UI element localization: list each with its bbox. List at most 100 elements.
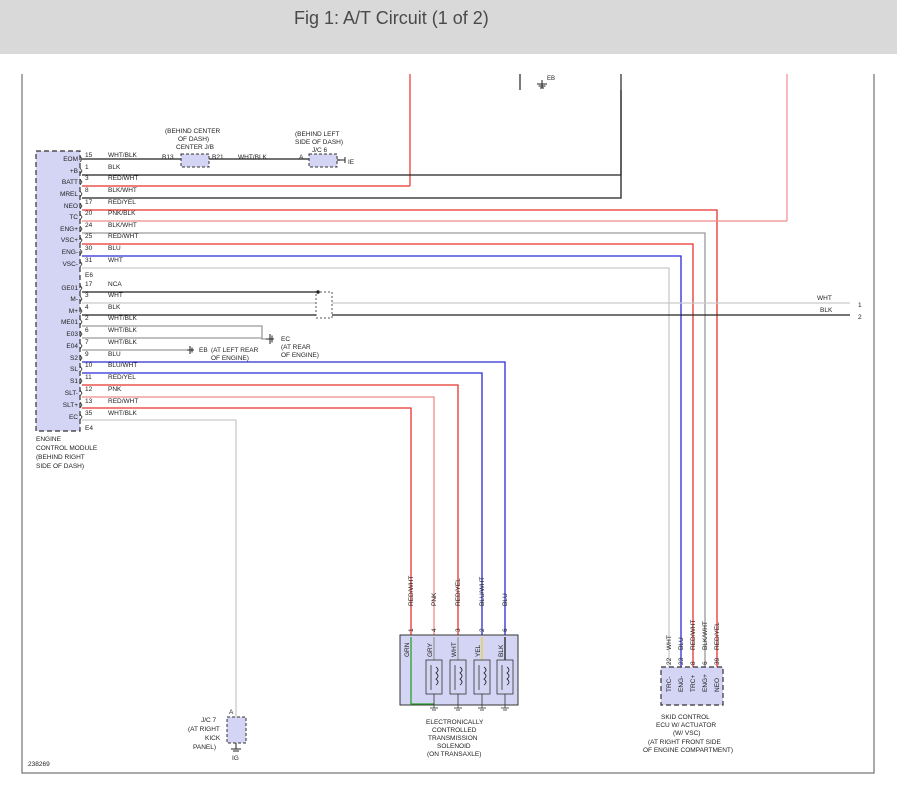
ecm-pin-name: ME01 bbox=[61, 319, 78, 326]
ground-ec: EC (AT REAR OF ENGINE) bbox=[266, 334, 319, 359]
ecm-pin-name: S2 bbox=[70, 355, 78, 362]
solenoid-pin-number: 4 bbox=[431, 628, 438, 632]
ecm-pin-connector bbox=[79, 307, 83, 315]
solenoid-caption: SOLENOID bbox=[437, 743, 471, 750]
ecm-pin-number: 7 bbox=[85, 339, 89, 346]
solenoid-ground-wire bbox=[410, 660, 434, 705]
solenoid-coil-icon bbox=[483, 666, 487, 686]
ecm-wire-label: BLK/WHT bbox=[108, 187, 137, 194]
ecm-pin-connector bbox=[79, 155, 83, 163]
ecm-pin-name: ENG+ bbox=[60, 226, 78, 233]
skid-wire-label: RED/WHT bbox=[690, 620, 697, 650]
transmission-solenoid: RED/WHT1GRNPNK4GRYRED/YEL3WHTBLU/WHT2YEL… bbox=[399, 576, 519, 758]
wire-slt-minus bbox=[82, 396, 435, 635]
wire-eom bbox=[82, 158, 340, 161]
ecm-wire-label: RED/YEL bbox=[108, 199, 136, 206]
ecm-pin-connector bbox=[79, 401, 83, 409]
solenoid-coil-icon bbox=[435, 666, 439, 686]
ecm-pin-number: 24 bbox=[85, 222, 93, 229]
ground-ec-icon bbox=[266, 334, 274, 344]
skid-wire-label: RED/YEL bbox=[714, 622, 721, 650]
ecm-wire-label: PNK/BLK bbox=[108, 210, 136, 217]
solenoid-wire-label: RED/WHT bbox=[408, 576, 415, 606]
ecm-wire-label: WHT bbox=[108, 292, 123, 299]
ecm-pin-number: 2 bbox=[85, 315, 89, 322]
ecm-wire-label: BLU bbox=[108, 245, 121, 252]
solenoid-inner-color: GRN bbox=[404, 642, 411, 657]
ecm-pin-connector bbox=[79, 190, 83, 198]
ecm-pin-number: 31 bbox=[85, 257, 93, 264]
wire-harness bbox=[82, 90, 850, 717]
ecm-pin-connector bbox=[79, 213, 83, 221]
jc6-ground-label: IE bbox=[348, 159, 355, 166]
ecm-pin-connector bbox=[79, 413, 83, 421]
wire-slt-plus bbox=[82, 407, 412, 635]
motor-line-2-wire: BLK bbox=[820, 307, 833, 314]
ecm-pin-connector bbox=[79, 236, 83, 244]
ecm-wire-label: WHT/BLK bbox=[108, 410, 138, 417]
ecm-wire-label: WHT/BLK bbox=[108, 315, 138, 322]
ecm-pin-number: 17 bbox=[85, 199, 93, 206]
ecm-caption-line: (BEHIND RIGHT bbox=[36, 454, 85, 461]
solenoid-caption: (ON TRANSAXLE) bbox=[427, 751, 481, 758]
ecm-pin-connector bbox=[79, 167, 83, 175]
ecm-wire-label: BLK bbox=[108, 164, 121, 171]
skid-pin-number: 22 bbox=[666, 657, 673, 665]
engine-control-module bbox=[35, 150, 81, 432]
skid-caption: ECU W/ ACTUATOR bbox=[656, 722, 716, 729]
ecm-pin-number: 1 bbox=[85, 164, 89, 171]
skid-caption: SKID CONTROL bbox=[661, 714, 710, 721]
wire-s1 bbox=[82, 384, 459, 635]
ecm-pin-number: 11 bbox=[85, 374, 92, 381]
ecm-pin-connector bbox=[79, 318, 83, 326]
jc6-wire-label: WHT/BLK bbox=[238, 154, 268, 161]
motor-line-1-num: 1 bbox=[858, 302, 862, 309]
solenoid-caption: TRANSMISSION bbox=[428, 735, 478, 742]
ecm-wire-label: BLU bbox=[108, 351, 121, 358]
wire-me01 bbox=[82, 325, 266, 340]
ecm-wire-label: RED/WHT bbox=[108, 175, 138, 182]
wire-s2 bbox=[82, 361, 506, 635]
jc6-caption: (BEHIND LEFT bbox=[295, 131, 339, 138]
ecm-wire-label: BLK bbox=[108, 304, 121, 311]
wire-ec bbox=[82, 419, 237, 717]
center-jb-pin-right: B21 bbox=[212, 154, 224, 161]
ecm-pin-number: 17 bbox=[85, 281, 93, 288]
solenoid-caption: ELECTRONICALLY bbox=[426, 719, 484, 726]
top-ground-symbol bbox=[537, 80, 547, 89]
ecm-pin-name: M- bbox=[70, 296, 78, 303]
skid-pin-name: NEO bbox=[714, 678, 721, 692]
ecm-pin-connector bbox=[79, 330, 83, 338]
ecm-pin-name: VSC+ bbox=[61, 237, 78, 244]
ecm-pin-name: NEO bbox=[64, 203, 78, 210]
motor-line-1-wire: WHT bbox=[817, 295, 832, 302]
skid-caption: (W/ VSC) bbox=[673, 730, 700, 737]
ecm-pin-number: 8 bbox=[85, 187, 89, 194]
jc7-caption: PANEL) bbox=[193, 744, 216, 751]
ecm-wire-label: RED/YEL bbox=[108, 374, 136, 381]
ecm-pin-connector bbox=[79, 342, 83, 350]
skid-pin-name: ENG+ bbox=[702, 674, 709, 692]
ecm-pin-connector bbox=[79, 365, 83, 373]
solenoid-pin-number: 1 bbox=[408, 628, 415, 632]
junction-connector-6: (BEHIND LEFT SIDE OF DASH) J/C 6 A IE WH… bbox=[238, 131, 355, 168]
ecm-pin-name: E03 bbox=[66, 331, 78, 338]
jc7-ground-label: IG bbox=[232, 755, 239, 762]
ground-eb-caption: (AT LEFT REAR bbox=[211, 347, 259, 354]
ecm-wire-label: WHT/BLK bbox=[108, 152, 138, 159]
wire-neo bbox=[82, 209, 718, 667]
solenoid-coils bbox=[410, 637, 514, 711]
center-junction-block: (BEHIND CENTER OF DASH) CENTER J/B B13 B… bbox=[162, 128, 224, 168]
skid-pin-number: 39 bbox=[714, 657, 721, 665]
wire-eng-minus bbox=[82, 255, 682, 667]
junction-connector-7: A J/C 7 (AT RIGHT KICK PANEL) IG bbox=[188, 709, 247, 762]
ecm-pin-number: 15 bbox=[85, 152, 93, 159]
solenoid-wire-label: RED/YEL bbox=[455, 578, 462, 606]
ecm-pin-number: 10 bbox=[85, 362, 93, 369]
ecm-pin-name: E04 bbox=[66, 343, 78, 350]
ecm-wire-label: BLU/WHT bbox=[108, 362, 137, 369]
ecm-pin-number: 12 bbox=[85, 386, 93, 393]
center-jb-caption: (BEHIND CENTER bbox=[165, 128, 221, 135]
ecm-pin-name: +B bbox=[70, 168, 78, 175]
